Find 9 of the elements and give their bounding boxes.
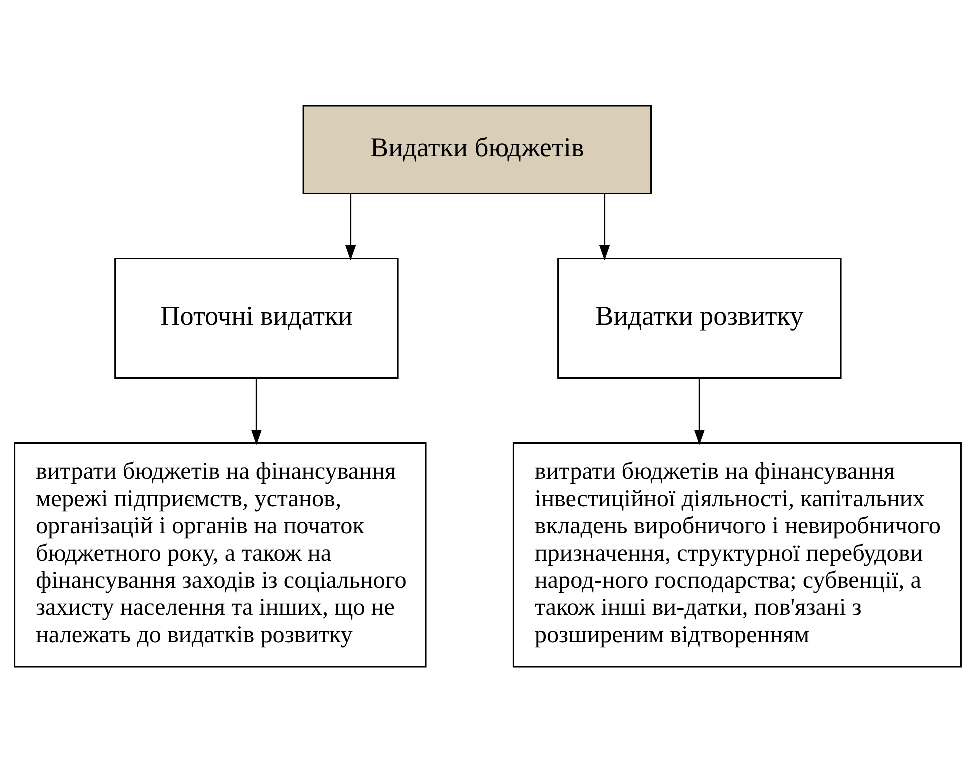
node-box: Поточні видатки xyxy=(114,258,399,379)
arrow xyxy=(346,194,356,261)
arrow xyxy=(600,194,610,261)
arrow xyxy=(694,378,705,446)
node-box: витрати бюджетів на фінансування мережі підприємств, установ, організацій і органів на початок бюджетного року, а також на фінансування заходів із соціального захисту населення та інших, що не належать до видатків розвитку xyxy=(14,442,427,668)
node-box: витрати бюджетів на фінансування інвестиційної діяльності, капітальних вкладень виробничого і невиробничого призначення, структурної перебудови народ-ного господарства; субвенції, а також інші ви-датки, пов'язані з розширеним відтворенням xyxy=(512,442,962,668)
node-box: Видатки розвитку xyxy=(558,258,842,379)
node-box: Видатки бюджетів xyxy=(302,105,652,194)
arrow xyxy=(251,378,262,446)
